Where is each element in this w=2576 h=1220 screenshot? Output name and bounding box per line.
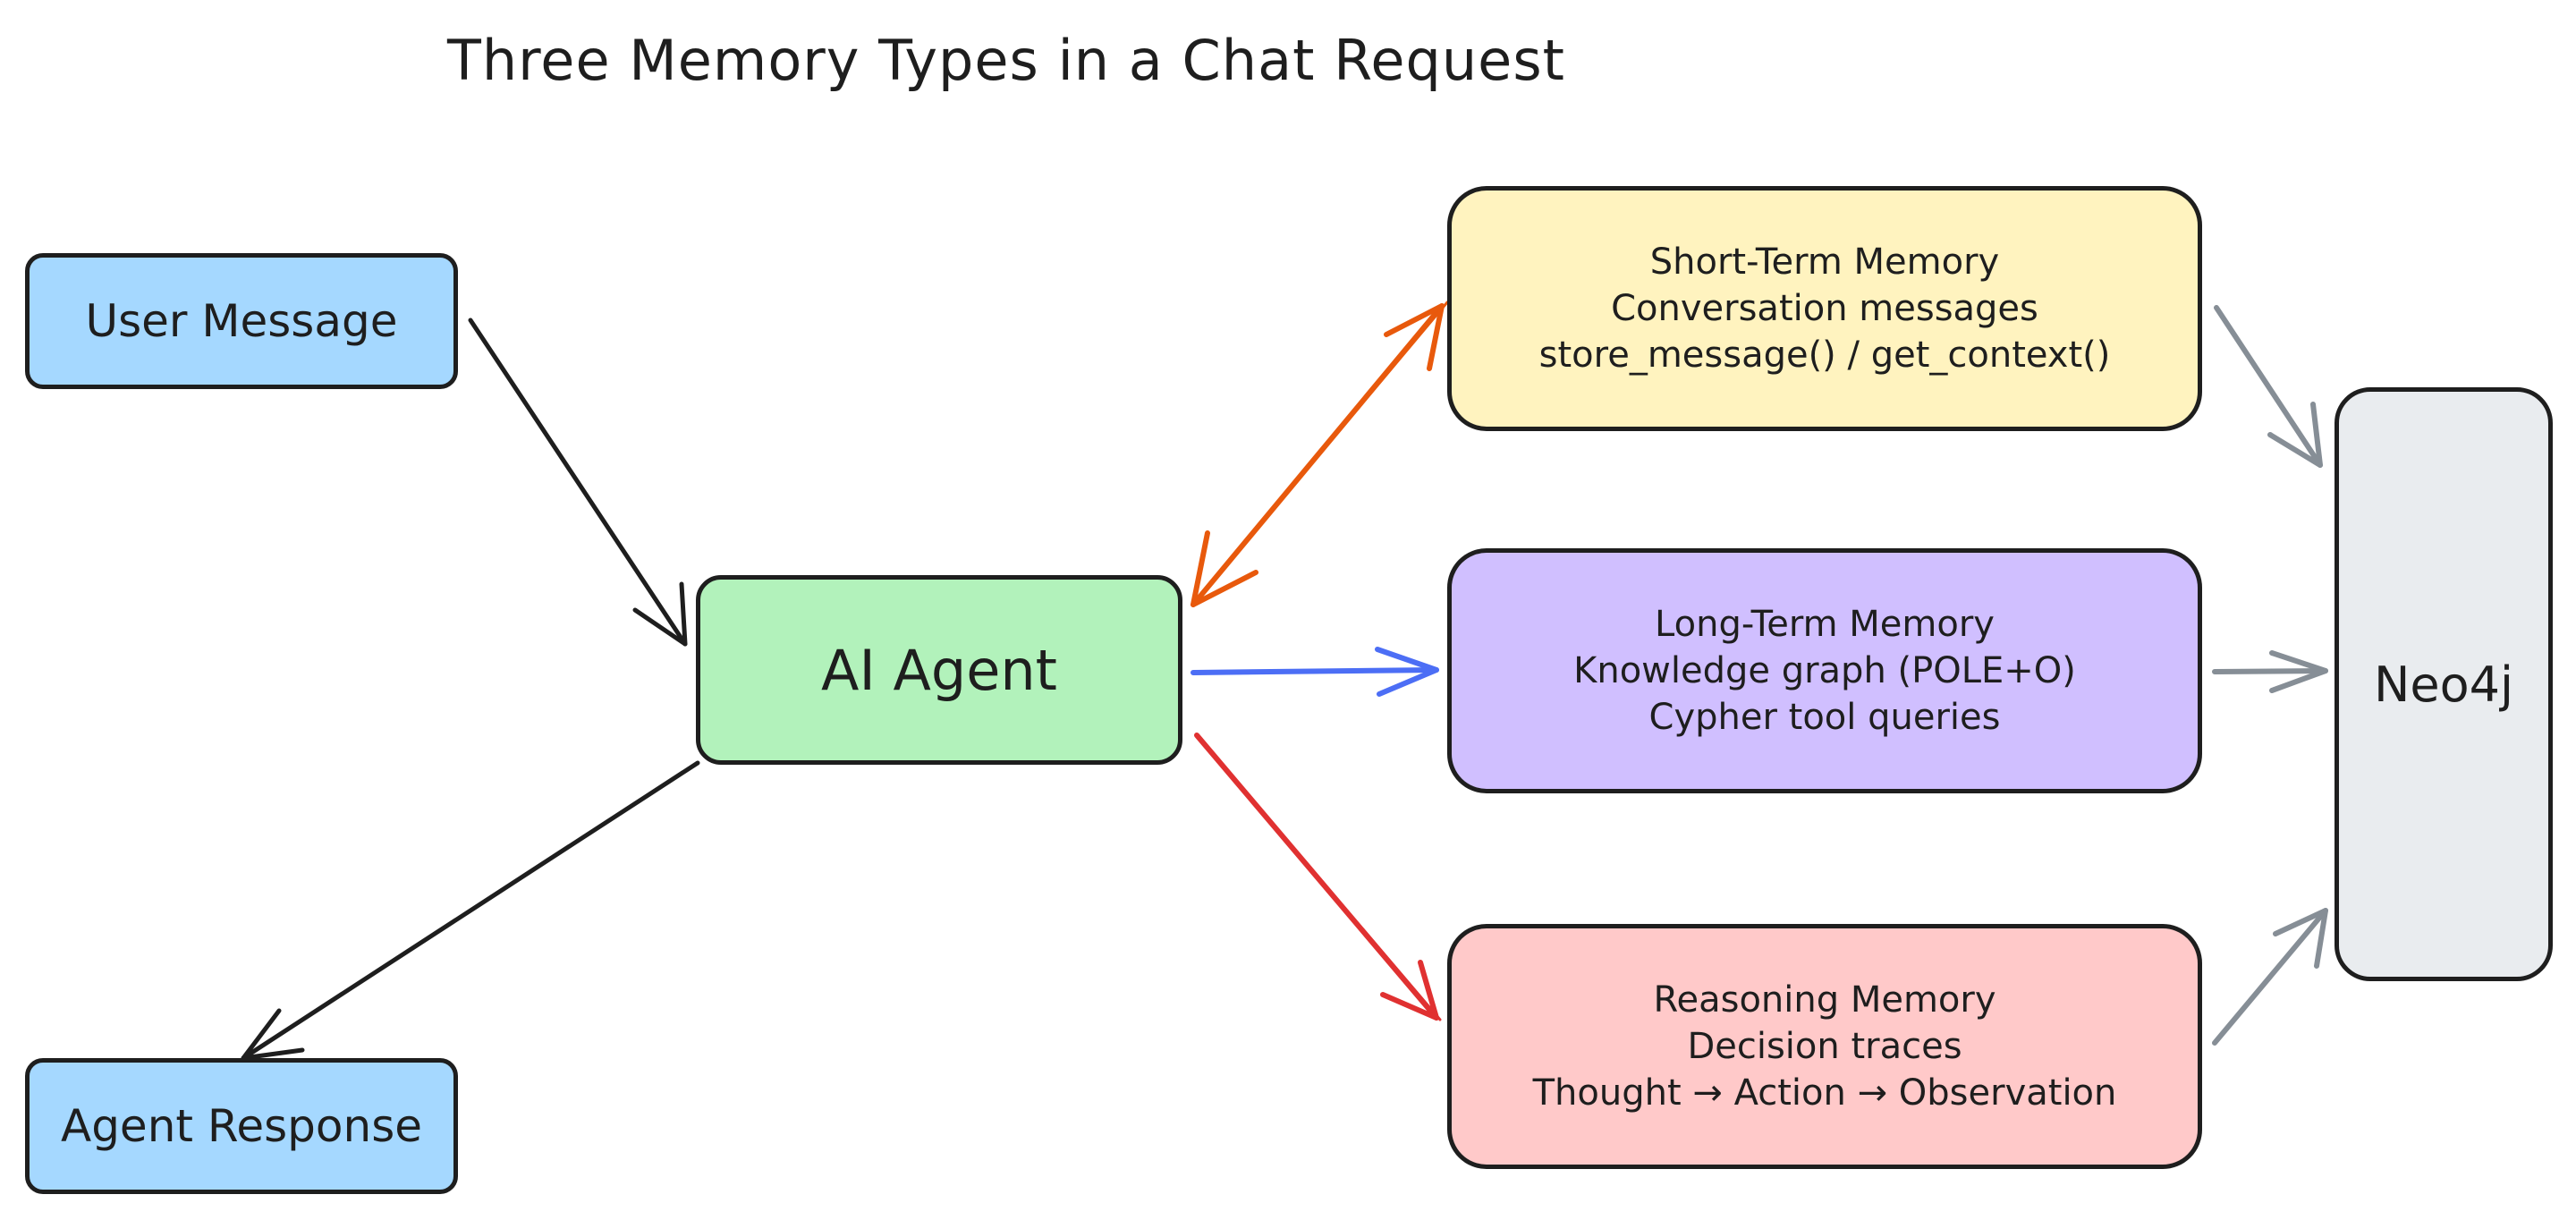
arrow-long-term-to-neo4j [2212,650,2328,693]
arrow-user-to-agent [468,318,688,647]
short-term-memory-title: Short-Term Memory [1649,241,2000,283]
short-term-memory-api: store_message() / get_context() [1538,335,2111,376]
arrow-reasoning-to-neo4j [2212,908,2328,1046]
reasoning-memory-flow: Thought → Action → Observation [1532,1072,2117,1114]
reasoning-memory-node: Reasoning Memory Decision traces Thought… [1447,924,2202,1169]
reasoning-memory-description: Decision traces [1687,1026,1962,1067]
arrow-agent-reasoning [1194,733,1442,1021]
user-message-label: User Message [85,295,398,347]
long-term-memory-title: Long-Term Memory [1655,604,1995,645]
reasoning-memory-title: Reasoning Memory [1653,979,1996,1021]
ai-agent-node: AI Agent [696,575,1182,765]
user-message-node: User Message [25,253,458,389]
long-term-memory-api: Cypher tool queries [1648,697,2001,738]
diagram-title: Three Memory Types in a Chat Request [447,28,1565,93]
neo4j-node: Neo4j [2334,387,2553,981]
short-term-memory-description: Conversation messages [1611,288,2038,329]
long-term-memory-description: Knowledge graph (POLE+O) [1573,650,2076,691]
arrow-agent-long-term [1191,647,1439,697]
ai-agent-label: AI Agent [821,637,1057,703]
long-term-memory-node: Long-Term Memory Knowledge graph (POLE+O… [1447,548,2202,793]
agent-response-node: Agent Response [25,1058,458,1194]
short-term-memory-node: Short-Term Memory Conversation messages … [1447,186,2202,431]
arrow-agent-to-response [241,760,700,1061]
neo4j-label: Neo4j [2373,656,2513,713]
arrow-short-term-to-neo4j [2214,305,2323,468]
arrow-agent-short-term [1191,301,1449,607]
agent-response-label: Agent Response [60,1100,423,1152]
